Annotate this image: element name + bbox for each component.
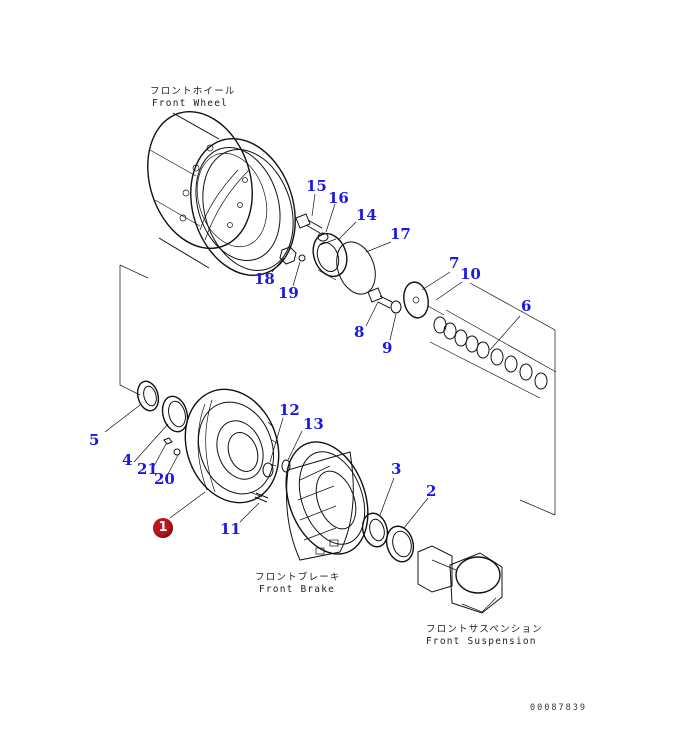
- hub-assembly: [184, 388, 280, 504]
- part-1-badge[interactable]: 1: [153, 518, 173, 538]
- assembly-frame-lines: [119, 264, 556, 516]
- seal-ring-parts: [262, 459, 291, 478]
- callout-13[interactable]: 13: [303, 415, 324, 433]
- caption-front-suspension: フロントサスペンション Front Suspension: [426, 624, 543, 648]
- callout-2[interactable]: 2: [426, 482, 437, 500]
- document-number: 00087839: [530, 703, 587, 713]
- callout-15[interactable]: 15: [306, 177, 327, 195]
- callout-6[interactable]: 6: [521, 297, 532, 315]
- callout-21[interactable]: 21: [137, 460, 158, 478]
- callout-20[interactable]: 20: [154, 470, 175, 488]
- callout-17[interactable]: 17: [390, 225, 411, 243]
- caption-front-wheel-en: Front Wheel: [151, 98, 229, 109]
- leader-lines: [104, 193, 521, 529]
- callout-8[interactable]: 8: [354, 323, 365, 341]
- caption-front-wheel: フロントホイール Front Wheel: [150, 86, 236, 110]
- left-seal-parts: [136, 380, 189, 456]
- callout-4[interactable]: 4: [122, 451, 133, 469]
- caption-front-suspension-en: Front Suspension: [426, 636, 537, 647]
- callout-14[interactable]: 14: [356, 206, 377, 224]
- callout-18[interactable]: 18: [254, 270, 275, 288]
- callout-19[interactable]: 19: [278, 284, 299, 302]
- callout-16[interactable]: 16: [328, 189, 349, 207]
- callout-11[interactable]: 11: [220, 520, 241, 538]
- caption-front-brake: フロントブレーキ Front Brake: [255, 572, 339, 596]
- caption-front-brake-jp: フロントブレーキ: [255, 572, 341, 583]
- front-brake-housing: [285, 441, 369, 561]
- bolt-11: [254, 492, 269, 503]
- caption-front-brake-en: Front Brake: [258, 584, 336, 595]
- caption-front-wheel-jp: フロントホイール: [150, 86, 236, 97]
- right-seal-parts: [361, 512, 415, 563]
- front-suspension-spindle: [417, 545, 503, 614]
- caption-front-suspension-jp: フロントサスペンション: [426, 624, 543, 635]
- callout-9[interactable]: 9: [382, 339, 393, 357]
- callout-5[interactable]: 5: [89, 431, 100, 449]
- callout-12[interactable]: 12: [279, 401, 300, 419]
- callout-7[interactable]: 7: [449, 254, 460, 272]
- upper-fasteners: [279, 213, 557, 399]
- callout-3[interactable]: 3: [391, 460, 402, 478]
- front-wheel-rim: [147, 110, 296, 277]
- callout-10[interactable]: 10: [460, 265, 481, 283]
